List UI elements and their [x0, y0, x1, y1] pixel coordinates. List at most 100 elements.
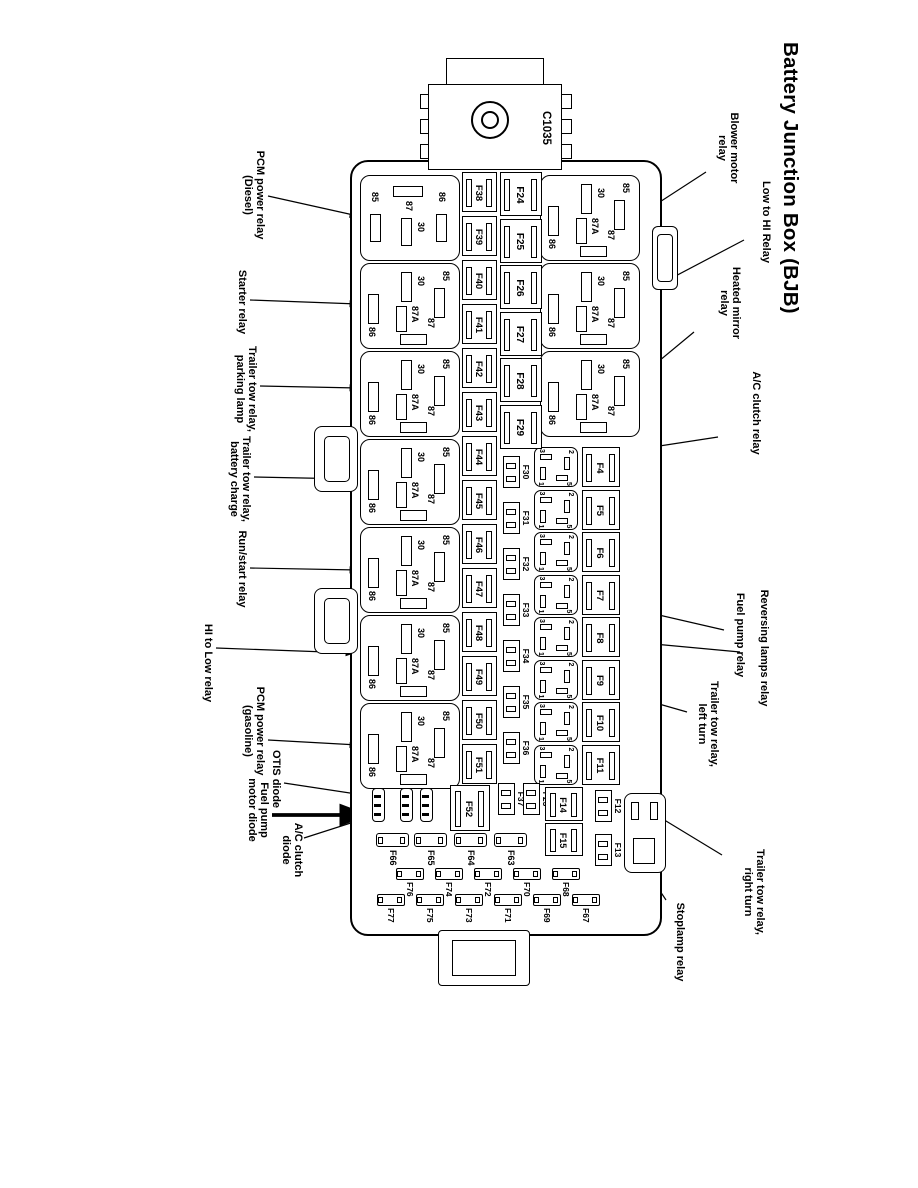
fuse-label: F39 — [473, 228, 484, 246]
fuse-terminal — [506, 568, 516, 574]
fuse-terminal — [586, 666, 592, 695]
cluster-connector-slot — [633, 838, 655, 864]
callout-fuel-pump-motor-diode: Fuel pump motor diode — [245, 778, 270, 842]
relay-pin-slot — [368, 294, 379, 324]
fuse-f25: F25 — [500, 218, 542, 263]
relay-pin-label: 85 — [370, 192, 380, 203]
fuse-terminal — [531, 365, 537, 397]
relay-pin-slot — [548, 294, 559, 324]
fuse-terminal — [417, 897, 422, 903]
fuse-terminal — [486, 399, 492, 427]
fuse-terminal — [504, 365, 510, 397]
fuse-terminal — [531, 318, 537, 351]
relay-pin-slot — [540, 509, 546, 523]
relay-pin-slot — [401, 360, 412, 390]
fuse-terminal — [514, 897, 519, 903]
relay-pin-slot — [401, 272, 412, 302]
relay-pin-slot — [401, 712, 412, 742]
fuse-terminal — [494, 871, 500, 877]
relay-pin-slot — [396, 482, 407, 508]
fuse-f36 — [503, 732, 520, 764]
fuse-label: F11 — [594, 757, 606, 774]
relay-pin-slot — [368, 558, 379, 588]
fuse-terminal — [506, 509, 516, 515]
fuse-f4: F4 — [582, 447, 620, 487]
connector-label: C1035 — [540, 111, 552, 145]
relay-pin-slot — [436, 214, 447, 242]
relay-pin-slot — [564, 584, 570, 598]
callout-heated-mirror-relay: Heated mirror relay — [717, 266, 742, 340]
relay-pin-label: 87A — [590, 306, 600, 323]
callout-run-start-relay: Run/start relay — [236, 530, 248, 608]
diode-1 — [372, 788, 385, 822]
relay-pin-label: 87 — [426, 582, 436, 593]
fuse-terminal — [466, 531, 472, 559]
fuse-f8: F8 — [582, 617, 620, 657]
fuse-terminal — [553, 897, 558, 903]
cluster-connector-slot — [650, 802, 658, 820]
relay-pin-label: 87 — [426, 758, 436, 769]
relay-pin-slot — [396, 306, 407, 332]
relay-pin-slot — [400, 774, 427, 785]
fuse-label: F33 — [521, 602, 531, 618]
fuse-terminal — [609, 751, 615, 780]
fuse-terminal — [609, 624, 615, 652]
edge-bracket-top-inner — [657, 234, 673, 282]
fuse-terminal — [495, 897, 500, 903]
relay-pin-slot — [540, 552, 546, 565]
fuse-terminal — [436, 897, 441, 903]
relay-pin-slot — [564, 754, 570, 768]
fuse-f67 — [572, 894, 600, 906]
fuse-f38: F38 — [462, 172, 497, 212]
fuse-label: F46 — [473, 536, 484, 554]
fuse-f70 — [513, 868, 542, 880]
fuse-terminal — [397, 897, 402, 903]
relay-pin-label: 3 — [538, 746, 545, 751]
callout-trailer-tow-relay-left-turn: Trailer tow relay, left turn — [695, 680, 720, 767]
fuse-terminal — [553, 871, 559, 877]
relay-pin-label: 5 — [565, 779, 572, 784]
relay-pin-slot — [434, 728, 445, 758]
relay-pin-slot — [540, 666, 552, 673]
fuse-label: F25 — [514, 232, 526, 251]
fuse-terminal — [438, 837, 443, 844]
fuse-f39: F39 — [462, 216, 497, 256]
fuse-terminal — [586, 496, 592, 525]
relay-pin-slot — [400, 422, 427, 433]
relay-pin-label: 86 — [547, 327, 557, 338]
relay-pin-label: 30 — [416, 222, 426, 233]
relay-pin-label: 2 — [567, 492, 574, 497]
fuse-terminal — [496, 837, 501, 844]
page-title: Battery Junction Box (BJB) — [779, 42, 802, 314]
relay-pin-label: 87A — [410, 658, 420, 675]
relay-pin-slot — [556, 560, 568, 566]
fuse-terminal — [506, 647, 516, 653]
fuse-f52: F52 — [450, 785, 490, 831]
relay-pin-slot — [548, 206, 559, 236]
fuse-terminal — [506, 614, 516, 620]
relay-pin-label: 1 — [537, 694, 544, 699]
fuse-terminal — [475, 871, 481, 877]
relay-pin-slot — [580, 334, 607, 345]
fuse-f32 — [503, 548, 520, 580]
fuse-f44: F44 — [462, 436, 497, 476]
fuse-terminal — [466, 619, 472, 647]
relay-pin-label: 2 — [567, 747, 574, 752]
fuse-terminal — [478, 837, 483, 844]
relay-pin-slot — [368, 734, 379, 764]
relay-pin-slot — [540, 637, 546, 650]
relay-pin-slot — [581, 272, 592, 302]
fuse-terminal — [533, 871, 539, 877]
relay-pin-slot — [614, 376, 625, 406]
relay-pin-label: 85 — [441, 711, 451, 722]
fuse-terminal — [455, 871, 461, 877]
relay-pin-slot — [434, 640, 445, 670]
fuse-terminal — [506, 463, 516, 469]
callout-a-c-clutch-diode: A/C clutch diode — [279, 822, 304, 878]
fuse-f47: F47 — [462, 568, 497, 608]
callout-hi-to-low-relay: HI to Low relay — [202, 623, 214, 703]
fuse-terminal — [598, 810, 608, 816]
